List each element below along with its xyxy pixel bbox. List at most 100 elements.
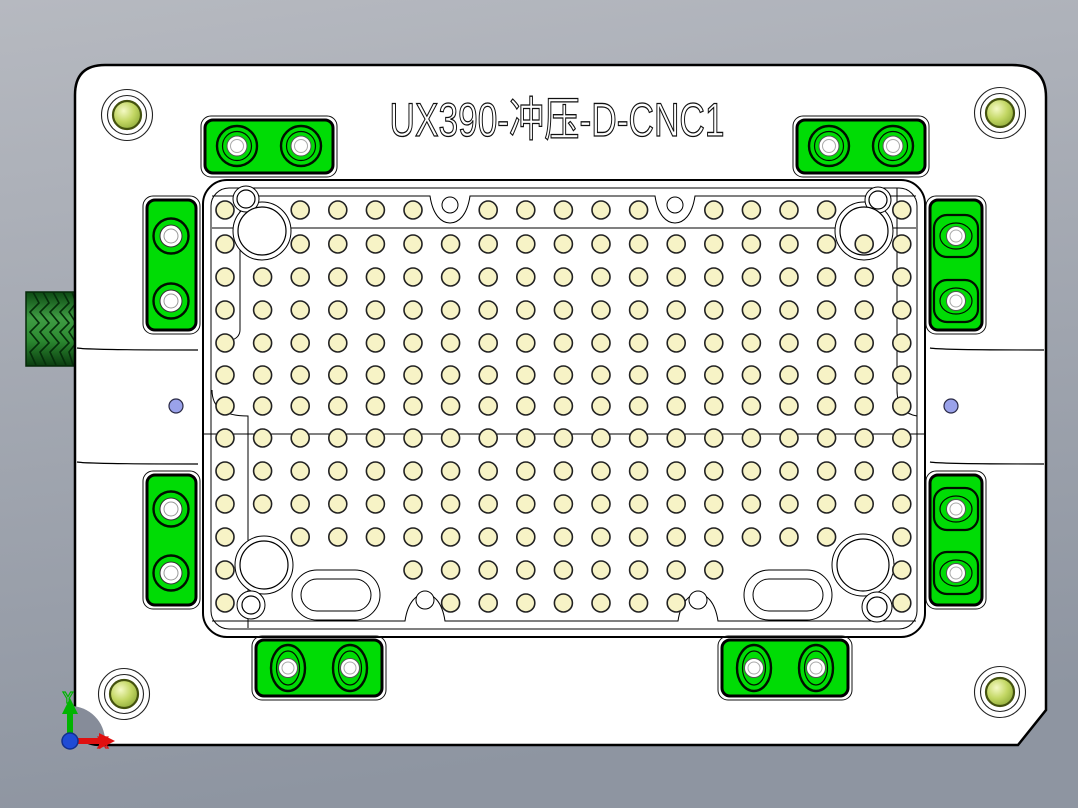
- vacuum-hole: [478, 461, 499, 481]
- vacuum-hole: [703, 560, 724, 580]
- vacuum-hole: [515, 300, 536, 320]
- axis-triad[interactable]: X Y: [61, 689, 115, 753]
- vacuum-hole: [854, 396, 875, 416]
- vacuum-hole: [779, 527, 799, 547]
- vacuum-hole: [779, 200, 799, 220]
- vacuum-hole: [666, 234, 687, 254]
- vacuum-hole: [290, 234, 311, 254]
- vacuum-hole: [891, 560, 912, 580]
- clamp-left-lower[interactable]: [142, 470, 201, 610]
- vacuum-hole: [403, 267, 423, 287]
- vacuum-fitting-threaded[interactable]: [25, 291, 79, 367]
- plate-step-lines: [76, 347, 1045, 465]
- dowel-pin-left[interactable]: [168, 398, 184, 414]
- vacuum-hole: [252, 365, 273, 385]
- vacuum-hole: [440, 365, 461, 385]
- clamp-right-lower[interactable]: [925, 470, 987, 610]
- vacuum-hole: [515, 234, 536, 254]
- vacuum-hole: [591, 494, 611, 514]
- vacuum-hole: [215, 365, 235, 385]
- vacuum-hole: [741, 300, 762, 320]
- vacuum-hole-grid[interactable]: [215, 200, 912, 613]
- vacuum-hole: [741, 494, 762, 514]
- clamp-right-upper[interactable]: [925, 195, 987, 335]
- clamp-left-upper[interactable]: [142, 195, 201, 335]
- vacuum-hole: [515, 560, 536, 580]
- vacuum-hole: [591, 593, 611, 613]
- vacuum-hole: [252, 396, 273, 416]
- vacuum-hole: [403, 234, 423, 254]
- vacuum-hole: [779, 300, 799, 320]
- clamp-bottom-left[interactable]: [251, 635, 387, 701]
- vacuum-hole: [779, 428, 799, 448]
- vacuum-hole: [215, 494, 235, 514]
- vacuum-hole: [666, 333, 687, 353]
- corner-screw-bottom-right[interactable]: [973, 665, 1027, 719]
- vacuum-hole: [290, 428, 311, 448]
- vacuum-hole: [252, 494, 273, 514]
- dowel-pin-right[interactable]: [943, 398, 959, 414]
- vacuum-hole: [403, 365, 423, 385]
- notch-circles: [415, 196, 708, 610]
- clamp-top-right[interactable]: [792, 115, 930, 178]
- vacuum-hole: [628, 365, 649, 385]
- vacuum-hole: [891, 494, 912, 514]
- vacuum-hole: [816, 300, 837, 320]
- vacuum-hole: [666, 527, 687, 547]
- vacuum-hole: [478, 494, 499, 514]
- corner-screw-bottom-left[interactable]: [97, 667, 151, 721]
- vacuum-hole: [741, 200, 762, 220]
- vacuum-hole: [478, 365, 499, 385]
- vacuum-hole: [666, 300, 687, 320]
- clamp-top-left[interactable]: [200, 115, 338, 178]
- vacuum-hole: [553, 365, 574, 385]
- vacuum-hole: [854, 365, 875, 385]
- vacuum-hole: [854, 234, 875, 254]
- vacuum-hole: [515, 333, 536, 353]
- corner-screw-top-right[interactable]: [973, 86, 1027, 140]
- vacuum-hole: [628, 527, 649, 547]
- vacuum-hole: [365, 527, 386, 547]
- vacuum-hole: [478, 527, 499, 547]
- vacuum-hole: [703, 365, 724, 385]
- vacuum-hole: [779, 461, 799, 481]
- vacuum-hole: [553, 428, 574, 448]
- vacuum-hole: [591, 527, 611, 547]
- vacuum-hole: [591, 234, 611, 254]
- vacuum-hole: [553, 300, 574, 320]
- vacuum-hole: [403, 333, 423, 353]
- vacuum-hole: [703, 461, 724, 481]
- vacuum-hole: [440, 267, 461, 287]
- vacuum-hole: [478, 396, 499, 416]
- vacuum-hole: [891, 365, 912, 385]
- vacuum-hole: [252, 428, 273, 448]
- vacuum-hole: [327, 527, 348, 547]
- vacuum-hole: [816, 365, 837, 385]
- vacuum-hole: [891, 234, 912, 254]
- corner-screw-top-left[interactable]: [100, 88, 154, 142]
- vacuum-hole: [703, 527, 724, 547]
- vacuum-hole: [666, 461, 687, 481]
- vacuum-hole: [478, 267, 499, 287]
- vacuum-hole: [252, 333, 273, 353]
- vacuum-hole: [365, 365, 386, 385]
- vacuum-hole: [478, 428, 499, 448]
- vacuum-hole: [290, 300, 311, 320]
- vacuum-hole: [290, 396, 311, 416]
- vacuum-hole: [327, 428, 348, 448]
- vacuum-hole: [703, 428, 724, 448]
- vacuum-hole: [553, 527, 574, 547]
- vacuum-hole: [327, 365, 348, 385]
- vacuum-hole: [891, 267, 912, 287]
- vacuum-hole: [703, 333, 724, 353]
- vacuum-hole: [403, 560, 423, 580]
- vacuum-hole: [854, 267, 875, 287]
- vacuum-hole: [553, 396, 574, 416]
- x-axis-label: X: [98, 735, 109, 752]
- clamp-bottom-right[interactable]: [717, 635, 853, 701]
- vacuum-hole: [365, 200, 386, 220]
- vacuum-hole: [478, 560, 499, 580]
- y-axis-label: Y: [63, 690, 74, 707]
- vacuum-hole: [703, 396, 724, 416]
